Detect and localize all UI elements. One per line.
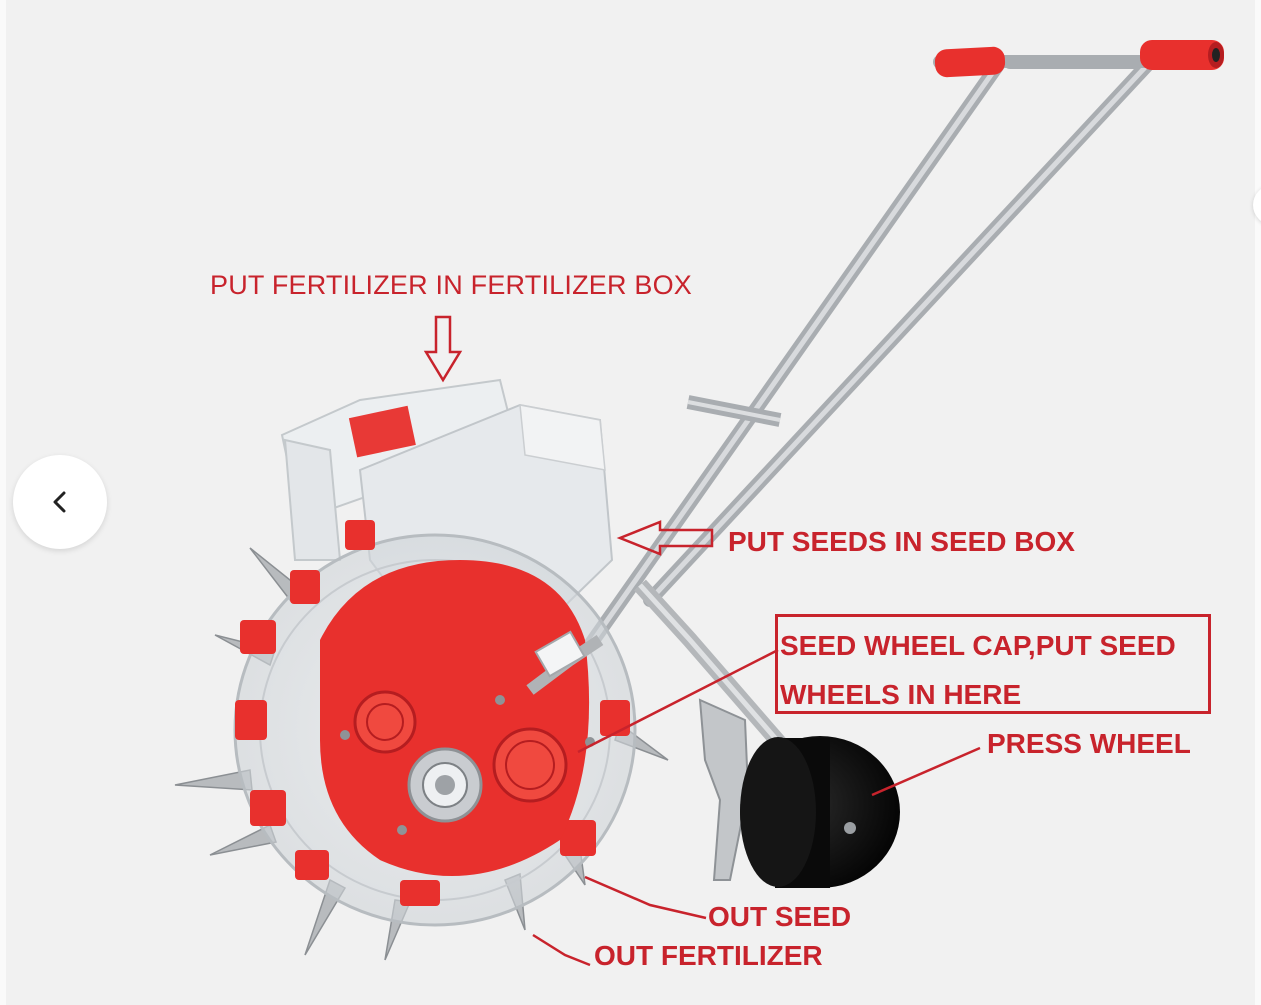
- gallery-next-button[interactable]: [1253, 185, 1261, 225]
- label-fertilizer-box: PUT FERTILIZER IN FERTILIZER BOX: [210, 270, 692, 300]
- gallery-prev-button[interactable]: [13, 455, 107, 549]
- annotation-marks: [423, 315, 981, 967]
- label-out-seed: OUT SEED: [708, 901, 852, 932]
- seed-wheel-cap-callout-box: [775, 614, 1211, 714]
- label-seed-wheel-cap-line1: SEED WHEEL CAP,PUT SEED: [780, 630, 1176, 661]
- viewer-left-edge: [0, 0, 6, 1005]
- label-press-wheel: PRESS WHEEL: [987, 728, 1191, 759]
- label-out-fertilizer: OUT FERTILIZER: [594, 940, 823, 971]
- viewer-right-edge: [1255, 0, 1261, 1005]
- chevron-left-icon: [53, 491, 66, 513]
- seed-wheel-assembly: [174, 520, 669, 961]
- handle-frame: [583, 40, 1224, 652]
- press-wheel: [740, 736, 900, 888]
- label-seed-wheel-cap-line2: WHEELS IN HERE: [780, 679, 1022, 710]
- label-seed-box: PUT SEEDS IN SEED BOX: [728, 526, 1075, 557]
